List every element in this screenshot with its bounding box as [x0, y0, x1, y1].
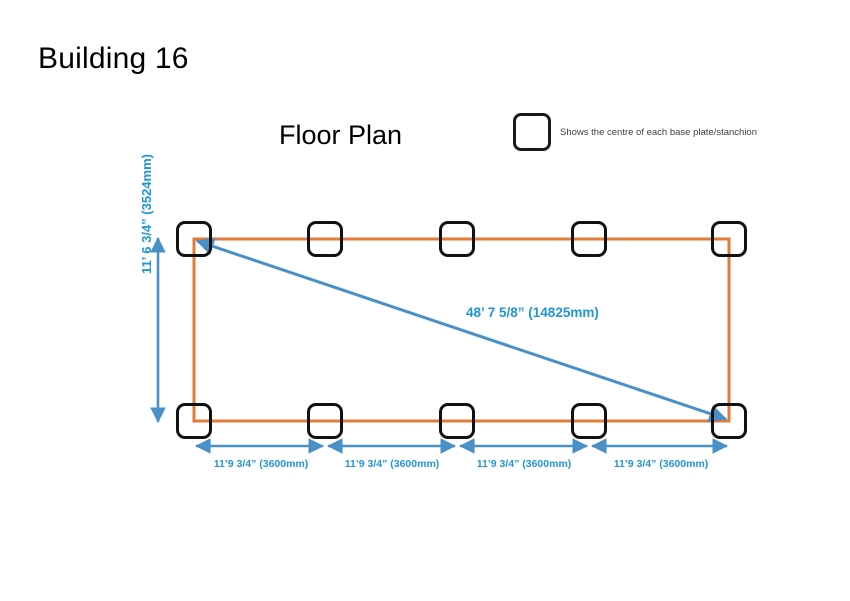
- vertical-dimension-label: 11’ 6 3/4” (3524mm): [139, 154, 154, 274]
- base-plate-top-1[interactable]: [176, 221, 212, 257]
- diagonal-dimension-line: [195, 237, 728, 423]
- base-plate-bottom-1[interactable]: [176, 403, 212, 439]
- legend-caption: Shows the centre of each base plate/stan…: [560, 126, 757, 138]
- base-plate-top-5[interactable]: [711, 221, 747, 257]
- plan-title: Floor Plan: [279, 120, 403, 150]
- horizontal-dimension-label-3: 11’9 3/4” (3600mm): [476, 458, 572, 470]
- horizontal-dimension-label-1: 11’9 3/4” (3600mm): [213, 458, 309, 470]
- base-plate-bottom-4[interactable]: [571, 403, 607, 439]
- base-plate-bottom-3[interactable]: [439, 403, 475, 439]
- diagonal-dimension-label: 48’ 7 5/8” (14825mm): [466, 305, 599, 320]
- horizontal-dimension-label-2: 11’9 3/4” (3600mm): [344, 458, 440, 470]
- base-plate-top-3[interactable]: [439, 221, 475, 257]
- horizontal-dimension-label-4: 11’9 3/4” (3600mm): [613, 458, 709, 470]
- base-plate-bottom-2[interactable]: [307, 403, 343, 439]
- base-plate-top-2[interactable]: [307, 221, 343, 257]
- legend: Shows the centre of each base plate/stan…: [513, 113, 757, 151]
- rounded-square-icon: [513, 113, 551, 151]
- page-title: Building 16: [38, 42, 189, 75]
- base-plate-bottom-5[interactable]: [711, 403, 747, 439]
- base-plate-top-4[interactable]: [571, 221, 607, 257]
